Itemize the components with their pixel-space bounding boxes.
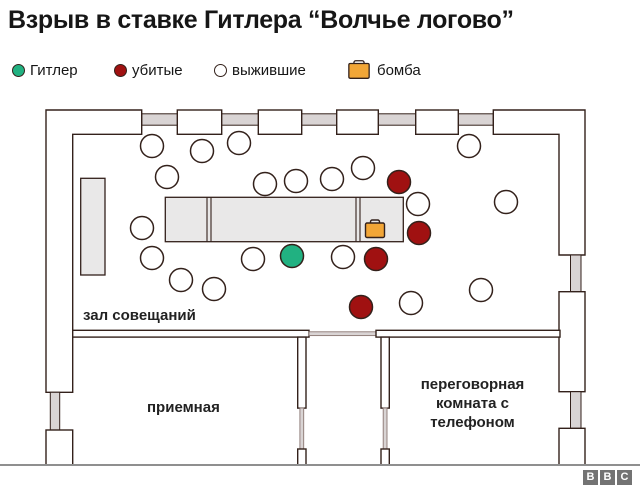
legend-label: убитые <box>132 61 183 79</box>
person-survivor <box>252 171 278 197</box>
person-killed <box>406 220 432 246</box>
person-survivor <box>154 164 180 190</box>
person-survivor <box>398 290 424 316</box>
page-title: Взрыв в ставке Гитлера “Волчье логово” <box>8 6 514 34</box>
legend-item-bomb: бомба <box>346 57 421 83</box>
people-layer <box>129 130 519 320</box>
legend-item-hitler: Гитлер <box>12 57 78 83</box>
footer-divider <box>0 464 640 466</box>
person-survivor <box>226 130 252 156</box>
legend-label: бомба <box>377 61 421 79</box>
wall-pier <box>45 429 74 466</box>
person-survivor <box>456 133 482 159</box>
wall-top-left <box>45 109 143 393</box>
killed-marker-icon <box>114 63 127 77</box>
person-survivor <box>493 189 519 215</box>
person-survivor <box>350 155 376 181</box>
inner-door <box>382 407 388 450</box>
person-killed <box>386 169 412 195</box>
person-survivor <box>139 133 165 159</box>
person-survivor <box>283 168 309 194</box>
legend-item-killed: убитые <box>114 57 183 83</box>
person-killed <box>348 294 374 320</box>
wall-pier <box>415 109 460 135</box>
outer-walls <box>45 109 586 466</box>
hitler-marker-icon <box>12 63 25 77</box>
inner-wall <box>380 448 391 466</box>
person-survivor <box>319 166 345 192</box>
person-hitler <box>279 243 305 269</box>
furniture <box>80 177 404 276</box>
inner-door <box>299 407 305 450</box>
phone-room-line: телефоном <box>430 414 515 431</box>
interior-walls <box>71 329 561 466</box>
person-survivor <box>189 138 215 164</box>
legend: Гитлер убитые выжившие бомба <box>0 57 640 83</box>
right-wall-window <box>570 254 582 293</box>
survivor-marker-icon <box>214 63 227 77</box>
inner-wall <box>380 336 391 409</box>
inner-wall <box>297 448 307 466</box>
person-survivor <box>129 215 155 241</box>
bbc-logo-letter: C <box>617 470 632 485</box>
bbc-logo: B B C <box>583 470 632 485</box>
room-label-reception: приемная <box>147 399 220 416</box>
wall-top-right <box>492 109 586 256</box>
dividing-wall-left <box>71 329 310 338</box>
bomb-icon <box>364 219 386 239</box>
legend-label: Гитлер <box>30 61 78 79</box>
room-label-conference: зал совещаний <box>83 307 196 324</box>
phone-room-line: комната с <box>436 395 509 412</box>
wall-pier <box>558 427 586 466</box>
dividing-wall-right <box>375 329 561 338</box>
phone-room-line: переговорная <box>420 376 525 393</box>
person-survivor <box>139 245 165 271</box>
person-killed <box>363 246 389 272</box>
legend-label: выжившие <box>232 61 306 79</box>
room-label-phone-room: переговорная комната с телефоном <box>392 375 553 432</box>
inner-wall <box>297 336 307 409</box>
wall-pier <box>257 109 303 135</box>
sideboard <box>80 177 106 276</box>
wall-pier <box>336 109 380 135</box>
person-survivor <box>201 276 227 302</box>
doorway <box>308 331 377 337</box>
bbc-logo-letter: B <box>583 470 598 485</box>
person-survivor <box>240 246 266 272</box>
wall-pier <box>558 291 586 393</box>
person-survivor <box>330 244 356 270</box>
right-wall-window <box>570 391 582 429</box>
briefcase-icon <box>348 60 370 79</box>
bbc-logo-letter: B <box>600 470 615 485</box>
person-survivor <box>405 191 431 217</box>
person-survivor <box>168 267 194 293</box>
left-wall-window <box>49 391 61 431</box>
conference-table <box>164 196 404 243</box>
person-survivor <box>468 277 494 303</box>
wall-pier <box>176 109 223 135</box>
legend-item-survivors: выжившие <box>214 57 306 83</box>
